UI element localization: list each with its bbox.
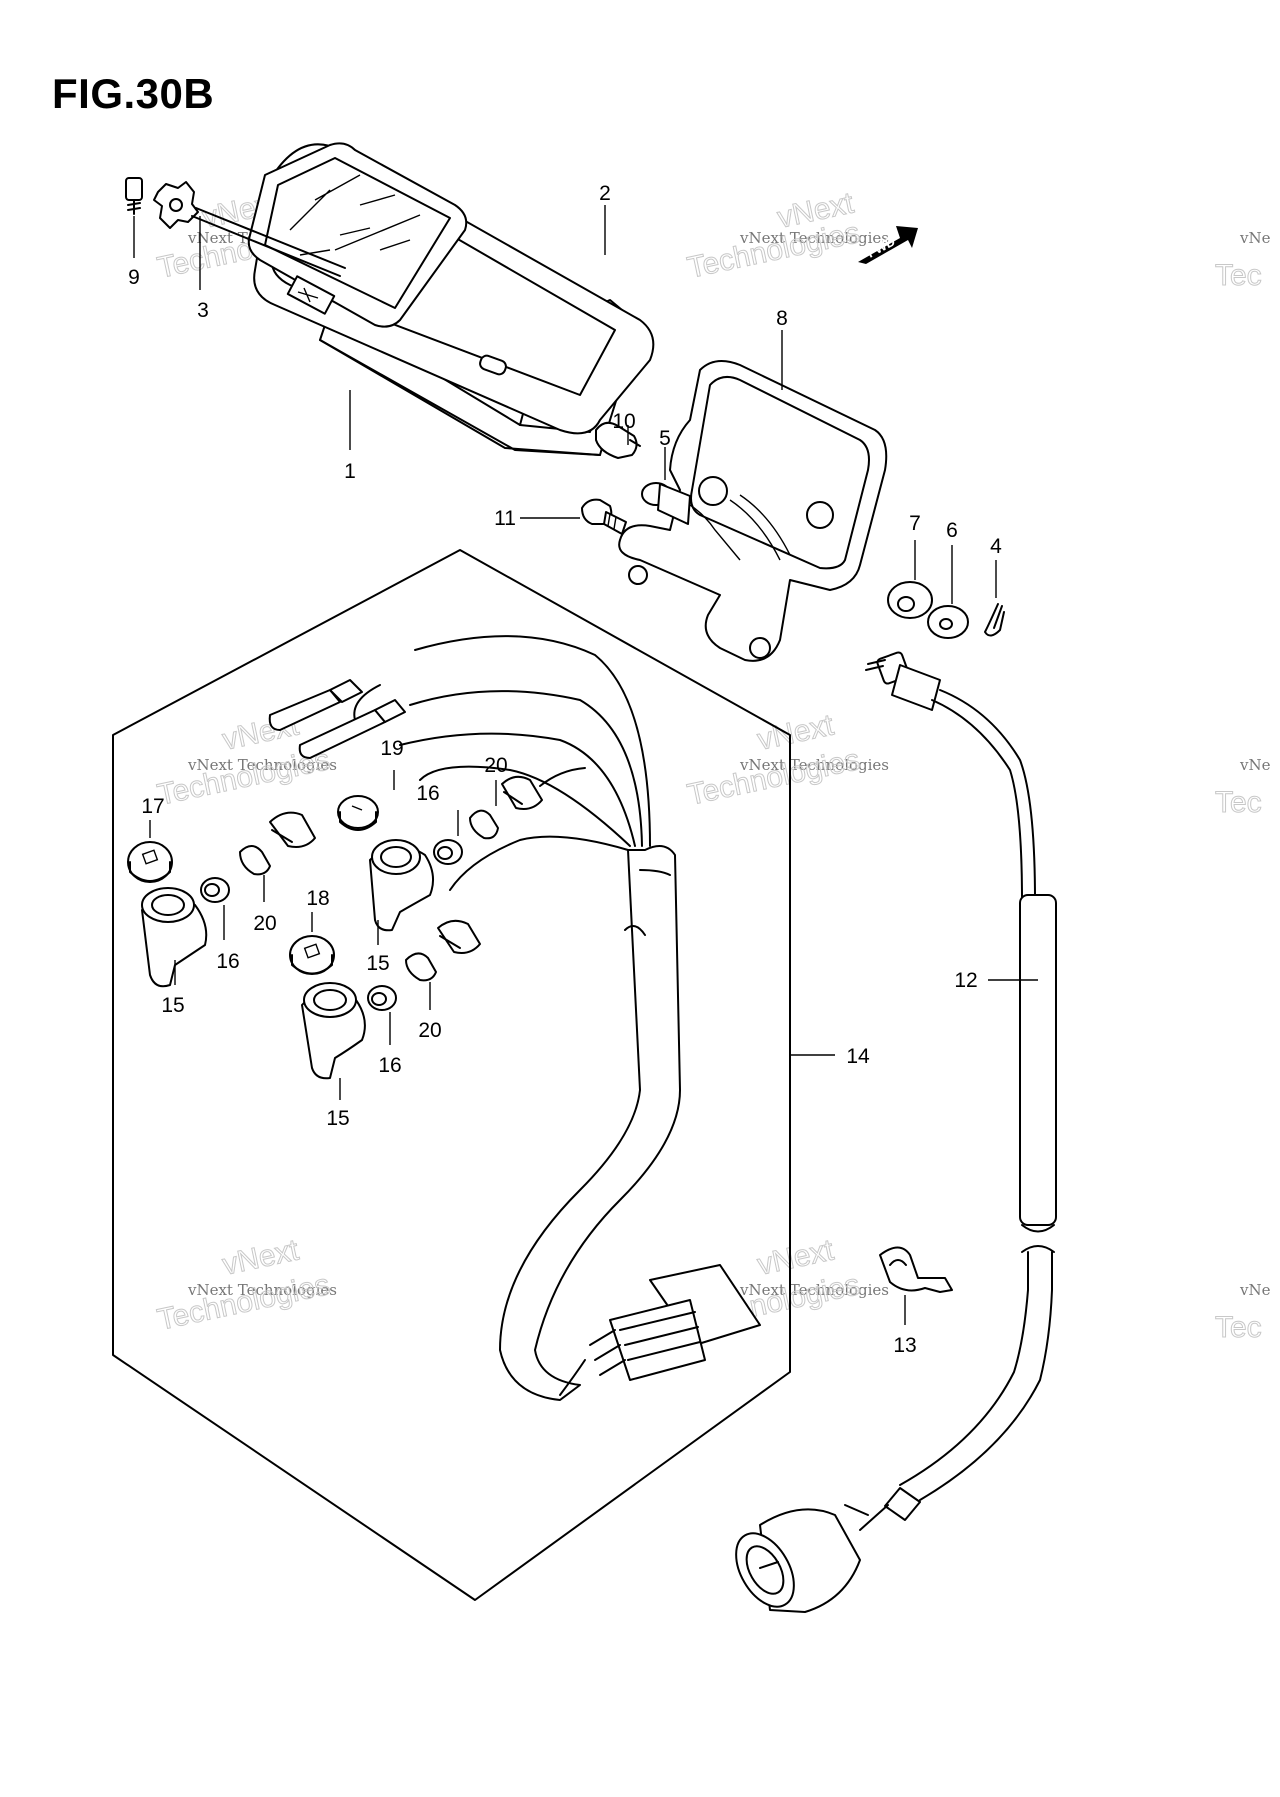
harness-box-part-14: [112, 549, 791, 1601]
label-16b: 16: [416, 782, 439, 805]
label-20b: 20: [484, 754, 507, 777]
grommet-part-16b: [433, 839, 463, 865]
label-7: 7: [909, 512, 921, 535]
label-6: 6: [946, 519, 958, 542]
label-14: 14: [846, 1045, 870, 1068]
label-18: 18: [306, 887, 329, 910]
watermark-edge-outline: Tec: [1215, 1311, 1262, 1344]
watermark-edge-outline: Tec: [1215, 786, 1262, 819]
socket-connector-a: [269, 811, 316, 848]
grommet-part-16a: [200, 877, 230, 903]
label-10: 10: [612, 410, 635, 433]
watermark-edge: vNe: [1239, 1281, 1271, 1299]
label-15b: 15: [366, 952, 389, 975]
label-4: 4: [990, 535, 1002, 558]
watermark-edge: vNe: [1239, 229, 1271, 247]
grommet-part-7: [887, 581, 933, 619]
screw-part-9: [125, 177, 143, 215]
watermark-group: vNext Technologies Technologies vNext vN…: [154, 186, 1271, 1345]
watermark-edge: vNe: [1239, 756, 1271, 774]
label-11: 11: [494, 507, 516, 530]
socket-connector-c: [437, 919, 481, 954]
watermark-text: vNext Technologies: [739, 229, 889, 247]
speedometer-cable-part-12: [735, 651, 1057, 1613]
label-13: 13: [893, 1334, 916, 1357]
label-15a: 15: [161, 994, 184, 1017]
label-5: 5: [659, 427, 671, 450]
bolt-part-11: [581, 498, 627, 535]
watermark-outline: Technologies: [685, 216, 863, 285]
socket-part-15b: [369, 839, 435, 932]
gear-part-3: [153, 181, 346, 277]
label-9: 9: [128, 266, 140, 289]
watermark-outline: Technologies: [155, 1268, 333, 1337]
bracket-part-8: [618, 360, 888, 662]
label-15c: 15: [326, 1107, 349, 1130]
cotter-pin-part-4: [984, 603, 1005, 637]
grommet-part-16c: [367, 985, 397, 1011]
watermark-outline: vNext: [220, 1233, 303, 1281]
label-2: 2: [599, 182, 611, 205]
label-20c: 20: [418, 1019, 441, 1042]
cap-part-18: [289, 935, 335, 975]
leader-lines: [133, 205, 1038, 1325]
label-8: 8: [776, 307, 788, 330]
bulb-part-20a: [239, 845, 271, 876]
speedometer-assembly: [247, 142, 655, 456]
bulb-part-20c: [405, 952, 437, 982]
wiring-harness: [268, 635, 761, 1401]
label-16c: 16: [378, 1054, 401, 1077]
clamp-part-13: [879, 1246, 953, 1293]
bulb-part-20b: [469, 809, 499, 840]
socket-part-15a: [141, 887, 208, 988]
socket-part-5: [641, 482, 741, 561]
cap-part-19: [337, 795, 379, 831]
label-19: 19: [380, 737, 403, 760]
label-3: 3: [197, 299, 209, 322]
watermark-edge-outline: Tec: [1215, 259, 1262, 292]
socket-part-15c: [301, 982, 366, 1080]
figure-title: FIG.30B: [52, 70, 215, 117]
label-16a: 16: [216, 950, 239, 973]
bulb-part-10: [595, 421, 641, 459]
label-12: 12: [954, 969, 977, 992]
label-1: 1: [344, 460, 356, 483]
watermark-text: vNext Technologies: [187, 756, 337, 774]
callout-labels: 9 3 2 1 8 10 5 11 7 6 4 12 13 14 17 15 1…: [128, 182, 1002, 1357]
watermark-text: vNext Technologies: [187, 1281, 337, 1299]
washer-part-6: [927, 605, 969, 639]
label-20a: 20: [253, 912, 276, 935]
socket-connector-b: [501, 767, 586, 810]
watermark-text: vNext Technologies: [739, 756, 889, 774]
watermark-text: vNext Technologies: [739, 1281, 889, 1299]
label-17: 17: [141, 795, 164, 818]
cap-part-17: [127, 841, 173, 883]
